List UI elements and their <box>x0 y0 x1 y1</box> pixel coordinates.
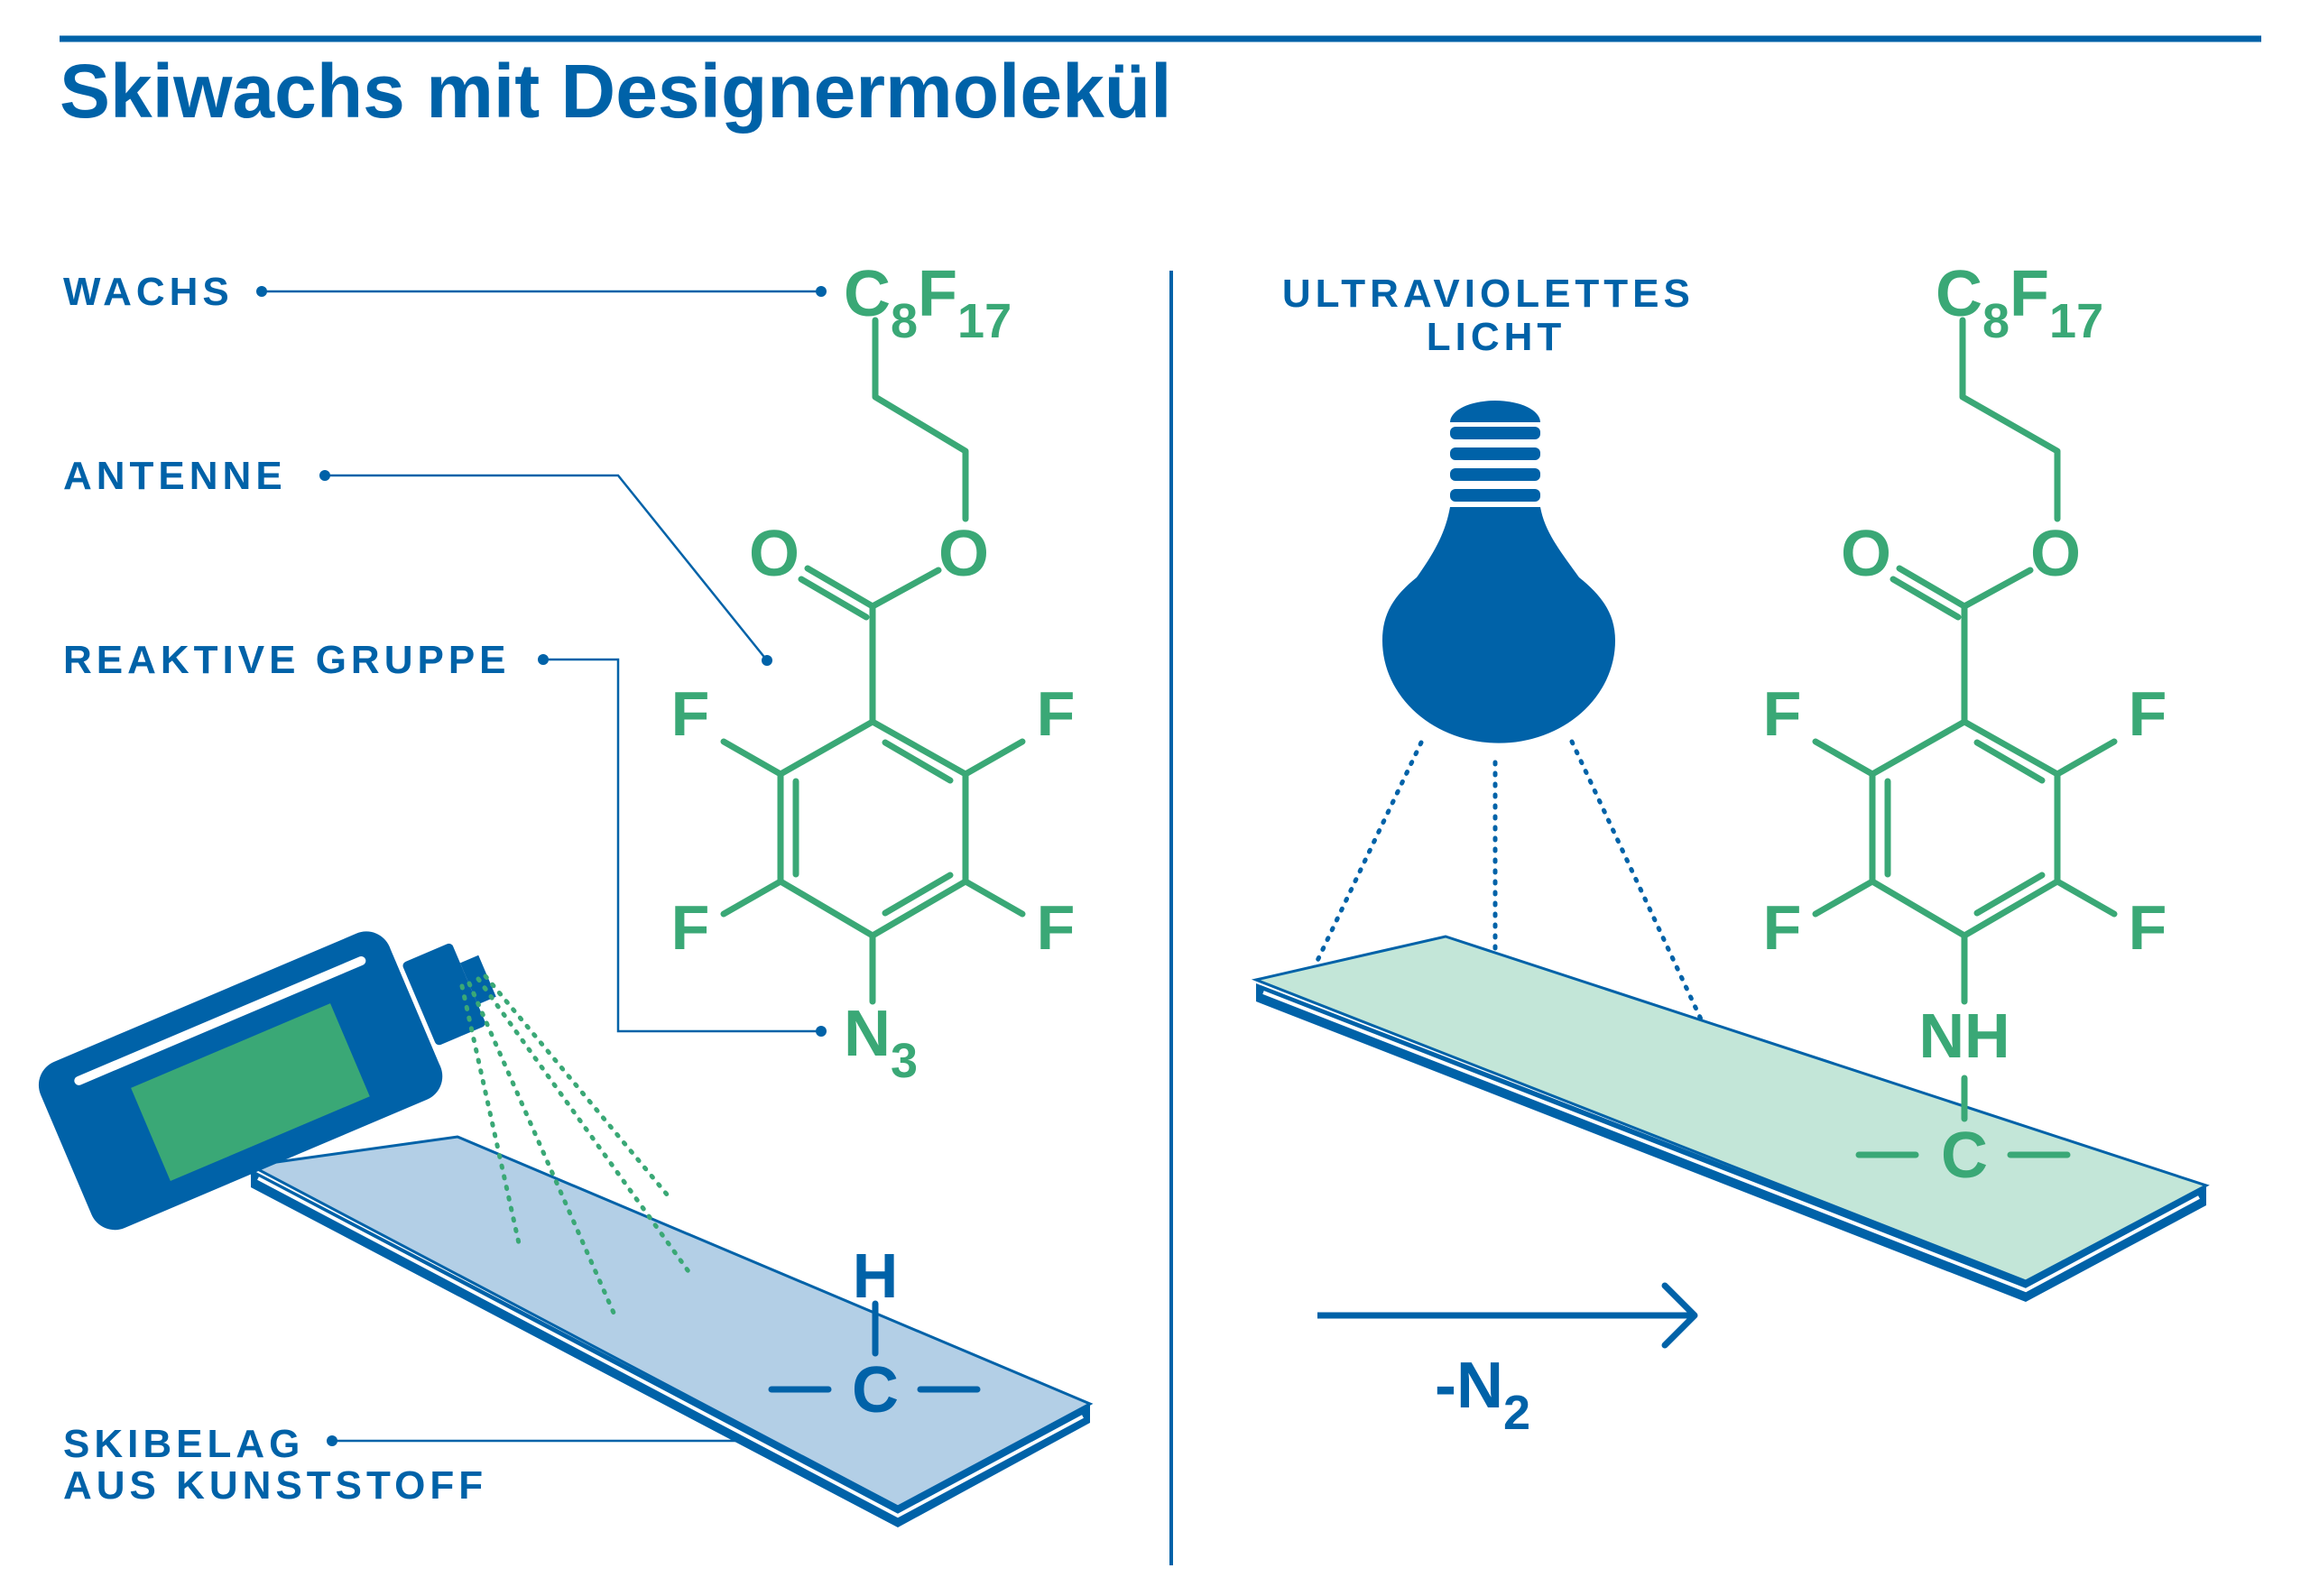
label-c8f17-right: C8F17 <box>1936 258 2103 348</box>
label-wachs: WACHS <box>63 270 234 314</box>
spray-can-icon <box>38 931 693 1315</box>
label-uv-line2: LICHT <box>1427 315 1566 359</box>
molecule-left: C8F17 O O F F F F N3 <box>671 258 1076 1088</box>
label-c-surface-left: C <box>852 1354 899 1426</box>
label-antenne: ANTENNE <box>63 454 287 498</box>
label-minus-n2: -N2 <box>1435 1350 1530 1440</box>
label-f-upper-left-right: F <box>1763 678 1802 749</box>
ski-base-left <box>246 1135 1094 1527</box>
label-h: H <box>853 1241 899 1311</box>
label-o-ester-right: O <box>2030 518 2081 590</box>
label-skibelag: SKIBELAG AUS KUNSTSTOFF <box>63 1422 487 1508</box>
label-c-surface-right: C <box>1941 1120 1988 1192</box>
label-c8f17-left: C8F17 <box>844 258 1012 348</box>
label-o-carbonyl-right: O <box>1841 518 1891 590</box>
label-uv-licht: ULTRAVIOLETTES LICHT <box>1282 272 1710 359</box>
label-uv-line1: ULTRAVIOLETTES <box>1282 272 1695 316</box>
label-f-lower-left-right: F <box>1763 892 1802 963</box>
label-f-lower-right-left: F <box>1037 892 1076 963</box>
label-f-upper-right-left: F <box>1037 678 1076 749</box>
label-n3: N3 <box>844 998 918 1088</box>
label-o-carbonyl-left: O <box>749 518 799 590</box>
label-skibelag-line1: SKIBELAG <box>63 1422 304 1466</box>
page-title: Skiwachs mit Designermolekül <box>60 49 1171 134</box>
right-arrow-icon <box>1317 1282 1698 1349</box>
label-o-ester-left: O <box>938 518 989 590</box>
label-reaktive-gruppe: REAKTIVE GRUPPE <box>63 638 511 682</box>
light-bulb-icon <box>1304 401 1742 1103</box>
surface-ch-left: H C <box>768 1241 981 1426</box>
label-f-lower-left-left: F <box>671 892 710 963</box>
ski-base-right <box>1251 935 2210 1302</box>
label-skibelag-line2: AUS KUNSTSTOFF <box>63 1463 487 1508</box>
label-f-upper-right-right: F <box>2129 678 2167 749</box>
label-f-upper-left-left: F <box>671 678 710 749</box>
molecule-right: C8F17 O O F F F F NH C <box>1763 258 2167 1192</box>
label-nh: NH <box>1918 1001 2010 1071</box>
label-f-lower-right-right: F <box>2129 892 2167 963</box>
